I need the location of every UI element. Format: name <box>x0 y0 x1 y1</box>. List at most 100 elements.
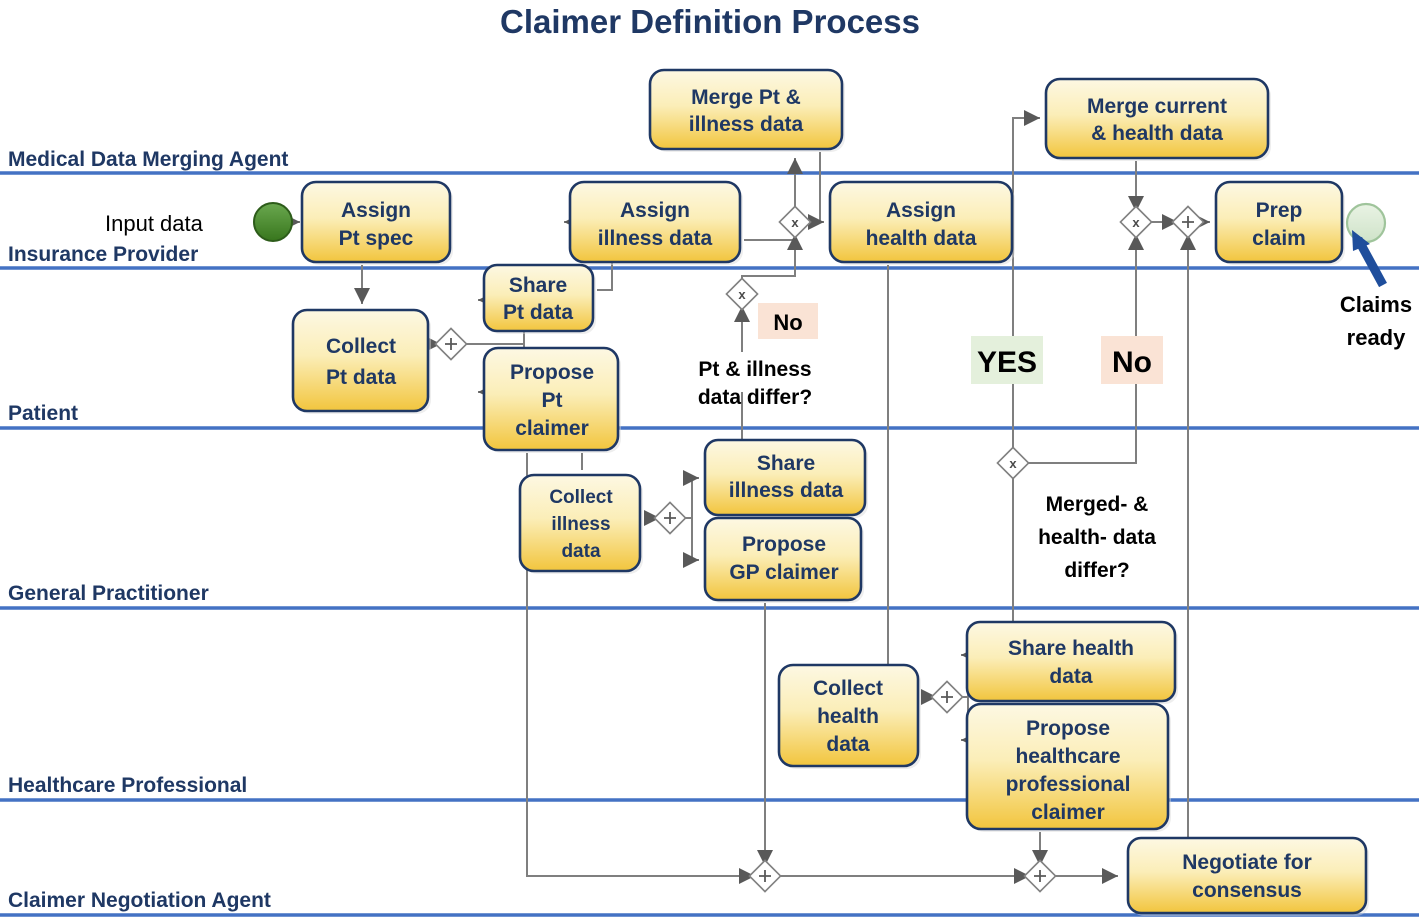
lane-label-patient: Patient <box>8 402 78 425</box>
task-share-health-data[interactable]: Share health data <box>965 620 1178 704</box>
task-label: illness <box>551 514 610 535</box>
connector-split-to-share-illness-data <box>681 470 699 519</box>
gateway-x-pt-illness-differ[interactable]: x <box>725 277 759 311</box>
gateway-plus-collect-health-split[interactable] <box>930 680 964 714</box>
task-share-pt-data[interactable]: Share Pt data <box>482 263 596 334</box>
task-collect-pt-data[interactable]: Collect Pt data <box>291 308 431 414</box>
lane-label-insurance-provider: Insurance Provider <box>8 243 198 266</box>
gateway-x-glyph-icon: x <box>791 215 799 230</box>
task-label: claimer <box>1031 801 1105 824</box>
claims-ready-arrowhead-icon <box>1352 230 1370 251</box>
task-label: data <box>826 733 870 756</box>
task-label: Negotiate for <box>1182 851 1312 874</box>
start-event-icon[interactable] <box>253 202 293 242</box>
task-label: health data <box>866 227 977 250</box>
gateway-plus-collect-illness-split[interactable] <box>653 501 687 535</box>
gateway-x-glyph-icon: x <box>738 287 746 302</box>
task-assign-pt-spec[interactable]: Assign Pt spec <box>300 180 453 265</box>
task-label: Assign <box>886 199 956 222</box>
end-event-label-line1: Claims <box>1340 292 1412 317</box>
gateway-plus-bottom-left[interactable] <box>748 859 782 893</box>
task-label: Propose <box>742 533 826 556</box>
gateway-plus-glyph-icon <box>1034 870 1046 882</box>
gateway-plus-prep-claim-join[interactable] <box>1171 205 1205 239</box>
gateway-x-glyph-icon: x <box>1132 215 1140 230</box>
task-merge-current-health-data[interactable]: Merge current & health data <box>1044 77 1271 161</box>
task-label: illness data <box>729 479 844 502</box>
label-no-upper: No <box>758 303 818 339</box>
annotation-pt-illness-differ-line2: data differ? <box>698 386 812 409</box>
task-label: data <box>561 541 601 562</box>
connector-no-branch-to-x-gateway <box>1024 234 1144 464</box>
task-label: healthcare <box>1015 745 1120 768</box>
task-label: illness data <box>689 113 804 136</box>
task-propose-healthcare-professional-claimer[interactable]: Propose healthcare professional claimer <box>965 702 1171 832</box>
task-label: Merge Pt & <box>691 86 801 109</box>
task-prep-claim[interactable]: Prep claim <box>1214 180 1345 265</box>
task-propose-gp-claimer[interactable]: Propose GP claimer <box>703 516 864 603</box>
task-collect-health-data[interactable]: Collect health data <box>777 663 921 769</box>
task-label: Propose <box>510 361 594 384</box>
task-merge-pt-illness-data[interactable]: Merge Pt & illness data <box>648 68 845 152</box>
task-label: data <box>1049 665 1093 688</box>
gateway-layer: x x x x <box>434 205 1205 893</box>
task-layer: Merge Pt & illness data Merge current & … <box>291 68 1369 916</box>
lane-label-claimer-negotiation-agent: Claimer Negotiation Agent <box>8 889 271 912</box>
start-event-label: Input data <box>105 211 204 236</box>
label-no-right: No <box>1101 336 1163 384</box>
task-negotiate-for-consensus[interactable]: Negotiate for consensus <box>1126 836 1369 916</box>
annotation-pt-illness-differ-line1: Pt & illness <box>698 358 811 381</box>
page-title: Claimer Definition Process <box>500 3 920 40</box>
task-label: Share <box>757 452 815 475</box>
label-text: No <box>773 310 802 335</box>
task-propose-pt-claimer[interactable]: Propose Pt claimer <box>482 346 621 453</box>
task-label: Assign <box>620 199 690 222</box>
task-label: professional <box>1006 773 1131 796</box>
gateway-plus-bottom-right[interactable] <box>1023 859 1057 893</box>
task-label: Collect <box>549 487 613 508</box>
task-assign-health-data[interactable]: Assign health data <box>828 180 1015 265</box>
task-share-illness-data[interactable]: Share illness data <box>703 438 868 518</box>
gateway-x-merge-current[interactable]: x <box>1119 205 1153 239</box>
event-layer: Input data Claims ready <box>105 202 1412 350</box>
gateway-x-merged-health-differ[interactable]: x <box>996 446 1030 480</box>
task-label: & health data <box>1091 122 1223 145</box>
gateway-plus-glyph-icon <box>664 512 676 524</box>
task-label: illness data <box>598 227 713 250</box>
task-label: Pt data <box>503 301 573 324</box>
task-assign-illness-data[interactable]: Assign illness data <box>568 180 743 265</box>
lane-label-general-practitioner: General Practitioner <box>8 582 209 605</box>
annotation-merged-health-differ-line3: differ? <box>1064 559 1129 582</box>
task-label: Share health <box>1008 637 1134 660</box>
task-label: Pt data <box>326 366 396 389</box>
gateway-plus-glyph-icon <box>941 691 953 703</box>
task-collect-illness-data[interactable]: Collect illness data <box>518 473 643 574</box>
connector-propose-pt-claimer-to-bottom-join <box>526 453 755 884</box>
gateway-plus-collect-pt-split[interactable] <box>434 327 468 361</box>
gateway-plus-glyph-icon <box>445 338 457 350</box>
task-label: health <box>817 705 879 728</box>
gateway-x-merge-pt-illness[interactable]: x <box>778 205 812 239</box>
task-label: Propose <box>1026 717 1110 740</box>
connector-merge-pt-illness-to-assign-health-data <box>808 152 824 230</box>
task-label: claim <box>1252 227 1306 250</box>
gateway-plus-glyph-icon <box>1182 216 1194 228</box>
task-label: Collect <box>326 335 396 358</box>
gateway-x-glyph-icon: x <box>1009 456 1017 471</box>
label-text: YES <box>977 346 1037 379</box>
lane-divider-lines <box>0 171 1419 917</box>
annotation-layer: Pt & illness data differ? Merged- & heal… <box>698 303 1163 582</box>
lane-label-medical-data-merging-agent: Medical Data Merging Agent <box>8 148 288 171</box>
label-yes: YES <box>971 336 1043 384</box>
task-label: Assign <box>341 199 411 222</box>
task-label: Prep <box>1256 199 1303 222</box>
annotation-merged-health-differ-line1: Merged- & <box>1046 493 1149 516</box>
annotation-merged-health-differ-line2: health- data <box>1038 526 1156 549</box>
end-event-label-line2: ready <box>1347 325 1406 350</box>
task-label: Pt <box>542 389 563 412</box>
task-label: consensus <box>1192 879 1302 902</box>
task-label: Share <box>509 274 567 297</box>
task-label: Collect <box>813 677 883 700</box>
